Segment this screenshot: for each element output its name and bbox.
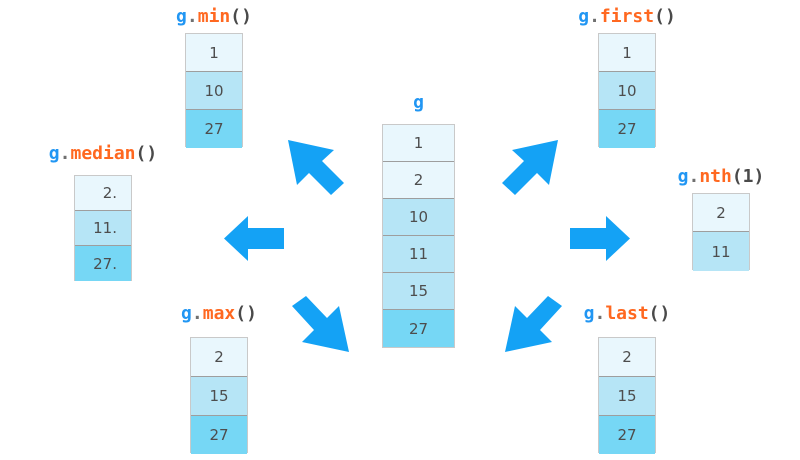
label-dot: . xyxy=(191,303,203,324)
label-min: g.min() xyxy=(176,6,252,28)
label-object: g xyxy=(677,166,689,187)
label-object: g xyxy=(48,143,60,164)
label-close-paren: ) xyxy=(659,303,671,324)
arrow-left-icon xyxy=(224,216,284,261)
table-cell: 10 xyxy=(186,72,242,110)
label-dot: . xyxy=(186,6,198,27)
table-cell: 11 xyxy=(383,236,454,273)
label-close-paren: ) xyxy=(146,143,158,164)
label-close-paren: ) xyxy=(241,6,252,27)
label-close-paren: ) xyxy=(753,166,765,187)
table-cell: 10 xyxy=(383,199,454,236)
arrow-up-right-icon xyxy=(502,140,558,195)
table-cell: 15 xyxy=(191,377,247,416)
label-max: g.max() xyxy=(181,303,257,325)
table-cell: 2 xyxy=(599,338,655,377)
table-cell: 2. xyxy=(75,176,131,211)
result-table-last: 2 15 27 xyxy=(598,337,656,454)
label-dot: . xyxy=(589,6,600,27)
label-open-paren: ( xyxy=(731,166,743,187)
label-open-paren: ( xyxy=(135,143,147,164)
label-method-name: first xyxy=(599,6,655,27)
table-cell: 1 xyxy=(599,34,655,72)
table-cell: 2 xyxy=(383,162,454,199)
table-cell: 11. xyxy=(75,211,131,246)
label-g: g xyxy=(413,92,424,114)
table-cell: 27 xyxy=(186,110,242,148)
table-cell: 27 xyxy=(599,110,655,148)
label-argument: 1 xyxy=(742,166,754,187)
arrow-right-icon xyxy=(570,216,630,261)
result-table-median: 2. 11. 27. xyxy=(74,175,132,281)
label-open-paren: ( xyxy=(230,6,242,27)
label-object: g xyxy=(583,303,595,324)
result-table-min: 1 10 27 xyxy=(185,33,243,148)
label-last: g.last() xyxy=(584,303,671,325)
table-cell: 2 xyxy=(191,338,247,377)
label-close-paren: ) xyxy=(246,303,257,324)
table-cell: 15 xyxy=(383,273,454,310)
label-method-name: max xyxy=(202,303,236,324)
label-object: g xyxy=(181,303,192,324)
table-cell: 1 xyxy=(186,34,242,72)
table-cell: 27. xyxy=(75,246,131,281)
table-cell: 27 xyxy=(191,416,247,454)
arrow-down-left-icon xyxy=(292,296,349,352)
label-open-paren: ( xyxy=(235,303,247,324)
table-cell: 27 xyxy=(383,310,454,347)
label-dot: . xyxy=(59,143,71,164)
label-dot: . xyxy=(594,303,606,324)
label-object: g xyxy=(413,92,424,113)
source-table-g: 1 2 10 11 15 27 xyxy=(382,124,455,348)
label-dot: . xyxy=(688,166,700,187)
label-nth: g.nth(1) xyxy=(678,166,765,188)
table-cell: 10 xyxy=(599,72,655,110)
label-method-name: median xyxy=(70,143,136,164)
label-close-paren: ) xyxy=(664,6,676,27)
label-method-name: last xyxy=(605,303,649,324)
label-first: g.first() xyxy=(578,6,676,28)
result-table-first: 1 10 27 xyxy=(598,33,656,148)
arrow-up-left-icon xyxy=(288,140,344,195)
label-median: g.median() xyxy=(49,143,157,165)
label-method-name: nth xyxy=(699,166,732,187)
table-cell: 1 xyxy=(383,125,454,162)
table-cell: 15 xyxy=(599,377,655,416)
label-method-name: min xyxy=(197,6,231,27)
label-object: g xyxy=(176,6,187,27)
label-open-paren: ( xyxy=(654,6,665,27)
label-object: g xyxy=(578,6,590,27)
table-cell: 2 xyxy=(693,194,749,232)
result-table-nth: 2 11 xyxy=(692,193,750,271)
label-open-paren: ( xyxy=(648,303,660,324)
arrow-down-right-icon xyxy=(505,296,562,352)
table-cell: 11 xyxy=(693,232,749,271)
result-table-max: 2 15 27 xyxy=(190,337,248,454)
table-cell: 27 xyxy=(599,416,655,454)
